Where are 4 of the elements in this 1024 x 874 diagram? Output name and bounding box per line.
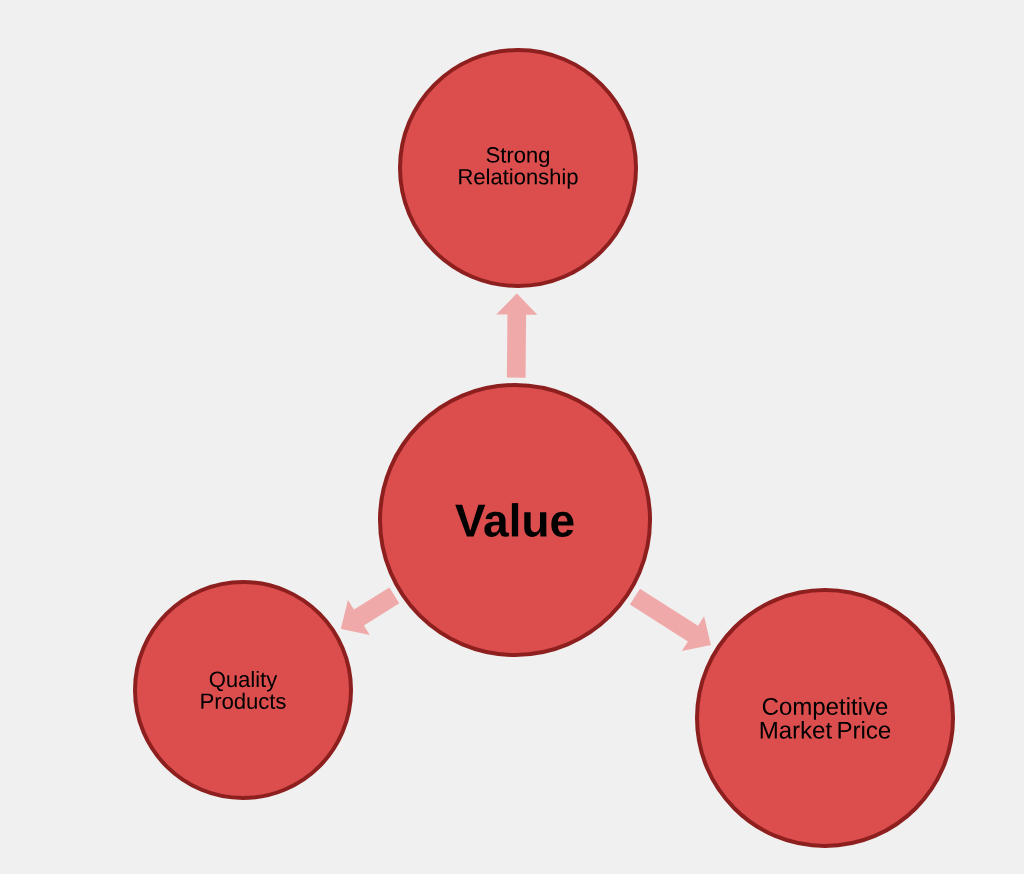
circle-node: Strong Relationship <box>398 48 638 288</box>
circle-node: Quality Products <box>133 580 353 800</box>
circle-node: Competitive Market Price <box>695 588 955 848</box>
circle-node: Value <box>378 383 652 657</box>
